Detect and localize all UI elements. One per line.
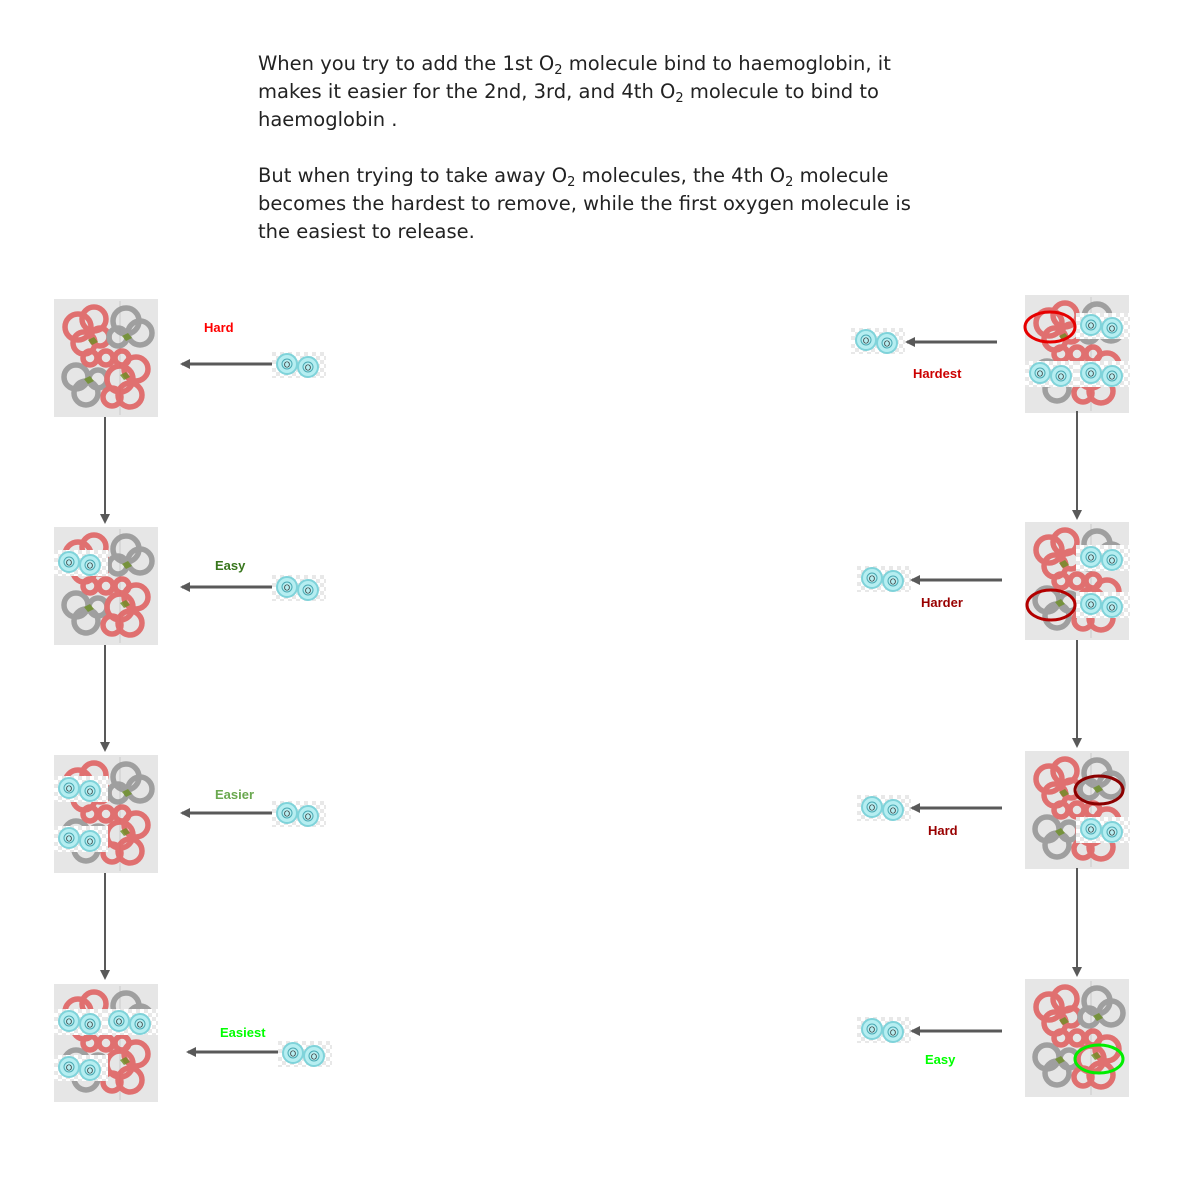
binding-step-2-label: Easy [215,558,246,573]
haemoglobin-icon [1025,979,1129,1097]
oxygen-molecule-icon [850,327,906,355]
binding-column [53,299,333,1102]
binding-step-4-label: Easiest [220,1025,266,1040]
haemoglobin-icon [54,527,158,645]
intro-text: When you try to add the 1st O2 molecule … [258,50,938,246]
highlight-ring [1073,774,1125,806]
release-step-1-label: Hardest [913,366,962,381]
oxygen-molecule-icon [271,574,327,602]
highlight-ring [1023,310,1077,344]
intro-paragraph-binding: When you try to add the 1st O2 molecule … [258,52,891,131]
oxygen-molecule-icon [1024,360,1080,388]
highlight-ring [1025,588,1077,622]
haemoglobin-icon [1025,751,1129,869]
intro-paragraph-release: But when trying to take away O2 molecule… [258,164,911,243]
binding-step-1-label: Hard [204,320,234,335]
haemoglobin-icon [54,755,158,873]
release-column [850,295,1131,1097]
oxygen-molecule-icon [856,1016,912,1044]
oxygen-molecule-icon [1075,816,1131,844]
haemoglobin-icon [54,299,158,417]
oxygen-molecule-icon [53,825,109,853]
oxygen-molecule-icon [277,1040,333,1068]
oxygen-molecule-icon [53,1008,109,1036]
highlight-ring [1073,1043,1125,1075]
oxygen-molecule-icon [1075,591,1131,619]
haemoglobin-icon [54,984,158,1102]
oxygen-molecule-icon [103,1008,159,1036]
oxygen-molecule-icon [53,775,109,803]
oxygen-molecule-icon [1075,360,1131,388]
oxygen-molecule-icon [856,565,912,593]
oxygen-molecule-icon [53,1054,109,1082]
oxygen-molecule-icon [856,794,912,822]
haemoglobin-icon [1025,522,1129,640]
oxygen-molecule-icon [1075,312,1131,340]
oxygen-molecule-icon [1075,544,1131,572]
release-step-4-label: Easy [925,1052,956,1067]
binding-step-3-label: Easier [215,787,255,802]
oxygen-molecule-icon [271,800,327,828]
release-step-2-label: Harder [921,595,963,610]
oxygen-molecule-icon [53,549,109,577]
oxygen-molecule-icon [271,351,327,379]
release-step-3-label: Hard [928,823,958,838]
